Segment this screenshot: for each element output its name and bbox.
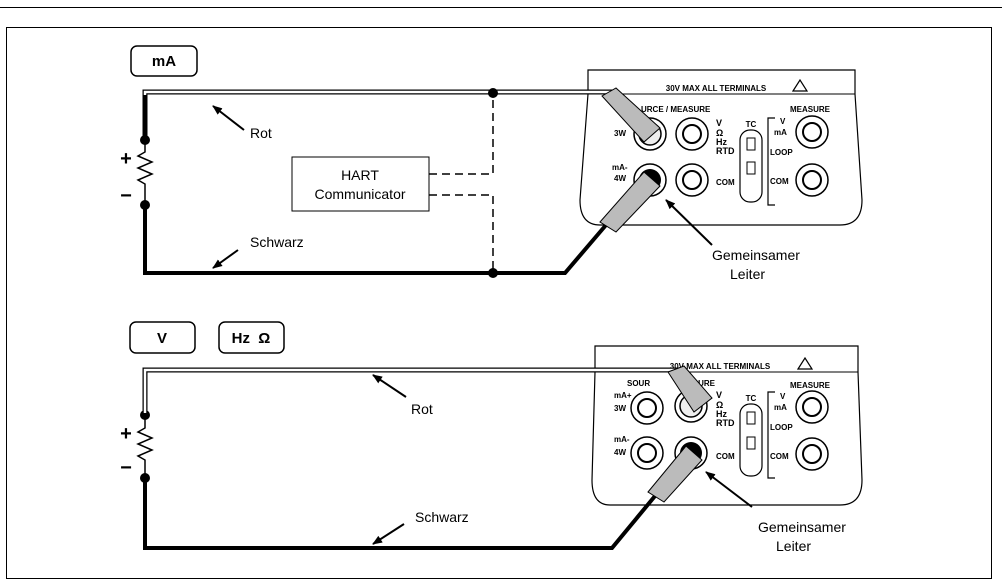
label-com-right-b: COM [770, 452, 789, 461]
label-rot-bottom: Rot [411, 401, 433, 417]
common-bottom-line2: Leiter [776, 538, 811, 554]
measure-label: MEASURE [790, 105, 831, 114]
ma-key: mA [130, 45, 198, 77]
label-ohm-b: Ω [716, 400, 723, 410]
figure-frame [6, 27, 992, 579]
v-key: V [129, 321, 196, 354]
common-top-line2: Leiter [730, 266, 765, 282]
warning-text-bottom: 30V MAX ALL TERMINALS [670, 362, 771, 371]
common-top-line1: Gemeinsamer [712, 247, 800, 263]
label-hz-b: Hz [716, 409, 727, 419]
label-3w-b: 3W [614, 404, 626, 413]
label-4w: 4W [614, 174, 626, 183]
top-diagram: mA 30V MAX ALL TERMINALS URCE / MEASURE … [120, 45, 863, 282]
label-com: COM [716, 178, 735, 187]
calibrator-bottom: 30V MAX ALL TERMINALS SOUR ASURE MEASURE… [591, 345, 863, 506]
label-rtd: RTD [716, 146, 735, 156]
hart-communicator: HART Communicator [291, 156, 430, 212]
label-mv: V [780, 117, 786, 126]
label-loop: LOOP [770, 148, 793, 157]
resistor-icon [136, 140, 154, 205]
label-ma-b: mA [774, 403, 787, 412]
label-schwarz-bottom: Schwarz [415, 509, 469, 525]
label-rtd-b: RTD [716, 418, 735, 428]
warning-icon [791, 78, 809, 92]
black-wire-bottom [143, 478, 657, 550]
label-tc: TC [746, 120, 757, 129]
ma-key-label: mA [152, 53, 176, 70]
hart-line2: Communicator [314, 186, 405, 202]
plus-sign: + [120, 148, 132, 170]
label-ohm: Ω [716, 128, 723, 138]
measure-after-plug: ASURE [687, 379, 716, 388]
label-v-b: V [716, 390, 722, 400]
label-3w: 3W [614, 129, 626, 138]
bottom-diagram: V Hz Ω 30V MAX ALL TERMINALS SOUR ASURE … [120, 321, 863, 554]
black-plug-bottom [647, 445, 703, 503]
hz-ohm-key: Hz Ω [218, 321, 285, 354]
black-plug [599, 171, 661, 233]
black-wire [143, 205, 608, 275]
label-ma-minus-b: mA- [614, 435, 630, 444]
resistor-icon-bottom [136, 415, 154, 478]
label-loop-b: LOOP [770, 423, 793, 432]
label-ma-minus: mA- [612, 163, 628, 172]
label-schwarz-top: Schwarz [250, 234, 304, 250]
hz-ohm-key-label: Hz Ω [232, 330, 271, 347]
label-ma: mA [774, 128, 787, 137]
header-rule [0, 7, 1002, 8]
hart-lead-1 [429, 93, 494, 175]
label-mv-b: V [780, 392, 786, 401]
red-plug [601, 87, 661, 143]
label-v: V [716, 118, 722, 128]
warning-text: 30V MAX ALL TERMINALS [666, 84, 767, 93]
source-label-bottom: SOUR [627, 379, 650, 388]
minus-sign: − [120, 185, 132, 207]
label-com-right: COM [770, 177, 789, 186]
minus-sign-bottom: − [120, 457, 132, 479]
v-key-label: V [157, 330, 167, 347]
red-plug-bottom [667, 365, 713, 413]
hart-lead-2 [429, 194, 494, 273]
source-measure-label: URCE / MEASURE [641, 105, 711, 114]
hart-line1: HART [341, 167, 379, 183]
warning-icon-bottom [796, 356, 814, 370]
label-tc-b: TC [746, 394, 757, 403]
label-rot-top: Rot [250, 125, 272, 141]
label-com-b: COM [716, 452, 735, 461]
label-ma-plus: mA+ [614, 391, 632, 400]
red-wire-outline [142, 89, 615, 140]
label-hz: Hz [716, 137, 727, 147]
label-4w-b: 4W [614, 448, 626, 457]
measure-label-bottom: MEASURE [790, 381, 831, 390]
plus-sign-bottom: + [120, 423, 132, 445]
common-bottom-line1: Gemeinsamer [758, 519, 846, 535]
